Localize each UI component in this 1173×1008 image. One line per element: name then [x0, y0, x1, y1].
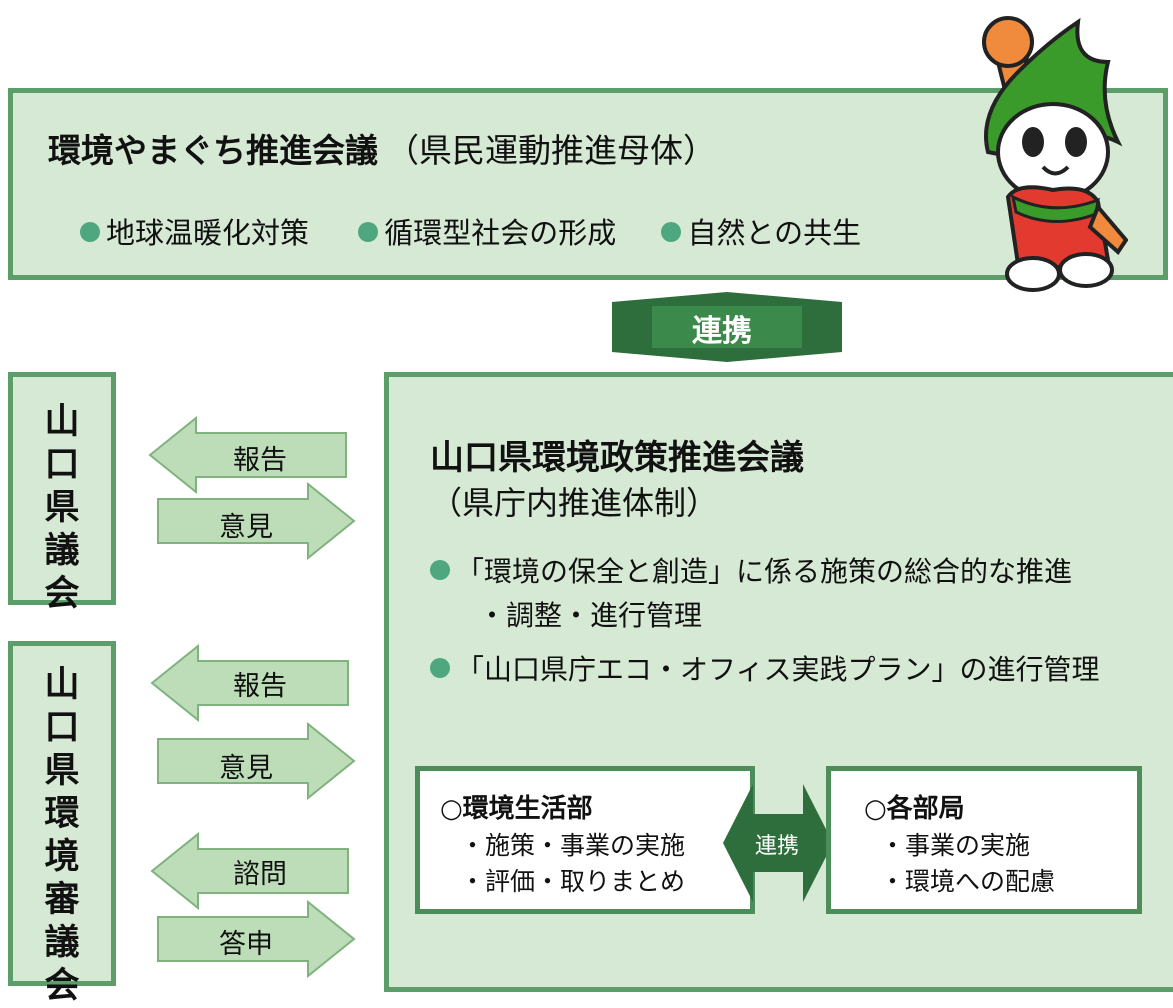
bullet-dot-icon	[661, 222, 682, 242]
main-box-subtitle: （県庁内推進体制）	[430, 484, 719, 522]
arrow-right-icon	[157, 900, 356, 978]
arrow-label-consult: 諮問	[233, 859, 287, 890]
council-box-1: 山 口 県 議 会	[8, 372, 116, 614]
main-bullet-2: 「山口県庁エコ・オフィス実践プラン」の進行管理	[430, 648, 1099, 688]
arrow-left-icon	[148, 416, 347, 494]
bullet-item: 自然との共生	[661, 216, 861, 250]
bureau-box-item: ・環境への配慮	[880, 867, 1056, 896]
arrow-label-answer: 答申	[219, 929, 273, 960]
bureau-box-title: ○各部局	[864, 794, 965, 824]
mascot-icon	[982, 16, 1128, 292]
dept-box-title: ○環境生活部	[440, 794, 593, 824]
arrow-label-opinion-1: 意見	[219, 512, 273, 543]
arrow-left-icon	[150, 832, 349, 910]
main-bullet-1: 「環境の保全と創造」に係る施策の総合的な推進	[430, 550, 1072, 590]
top-box-bullets: 地球温暖化対策 循環型社会の形成 自然との共生	[80, 210, 861, 252]
arrow-right-icon	[157, 722, 356, 800]
link-double-arrow-icon	[723, 784, 833, 902]
top-box-title: 環境やまぐち推進会議	[48, 131, 378, 170]
top-box-subtitle: （県民運動推進母体）	[386, 131, 716, 170]
link-double-arrow-icon	[612, 292, 842, 362]
arrow-left-icon	[150, 644, 349, 722]
arrow-right-icon	[157, 482, 356, 560]
bullet-dot-icon	[430, 658, 450, 678]
dept-box-item: ・施策・事業の実施	[460, 831, 686, 860]
arrow-label-opinion-2: 意見	[219, 753, 273, 784]
top-box-title-row: 環境やまぐち推進会議（県民運動推進母体）	[48, 124, 716, 172]
bullet-dot-icon	[358, 222, 379, 242]
council-box-2: 山 口 県 環 境 審 議 会	[8, 641, 116, 1006]
main-box-title: 山口県環境政策推進会議	[430, 438, 804, 478]
main-bullet-1-line-2: ・調整・進行管理	[478, 599, 703, 632]
dept-box	[415, 766, 755, 914]
bullet-item: 地球温暖化対策	[80, 216, 309, 250]
council-1-name: 山 口 県 議 会	[44, 402, 80, 614]
arrow-label-report-1: 報告	[233, 445, 287, 476]
dept-box-item: ・評価・取りまとめ	[460, 867, 686, 896]
top-box	[8, 88, 1168, 280]
link-label-mid: 連携	[755, 834, 800, 859]
link-label-top: 連携	[692, 314, 752, 349]
arrow-label-report-2: 報告	[233, 671, 287, 702]
bureau-box	[826, 766, 1142, 914]
council-2-name: 山 口 県 環 境 審 議 会	[44, 665, 80, 1006]
bullet-item: 循環型社会の形成	[358, 216, 616, 250]
bullet-dot-icon	[430, 560, 450, 580]
bullet-dot-icon	[80, 222, 100, 242]
bureau-box-item: ・事業の実施	[880, 831, 1031, 860]
